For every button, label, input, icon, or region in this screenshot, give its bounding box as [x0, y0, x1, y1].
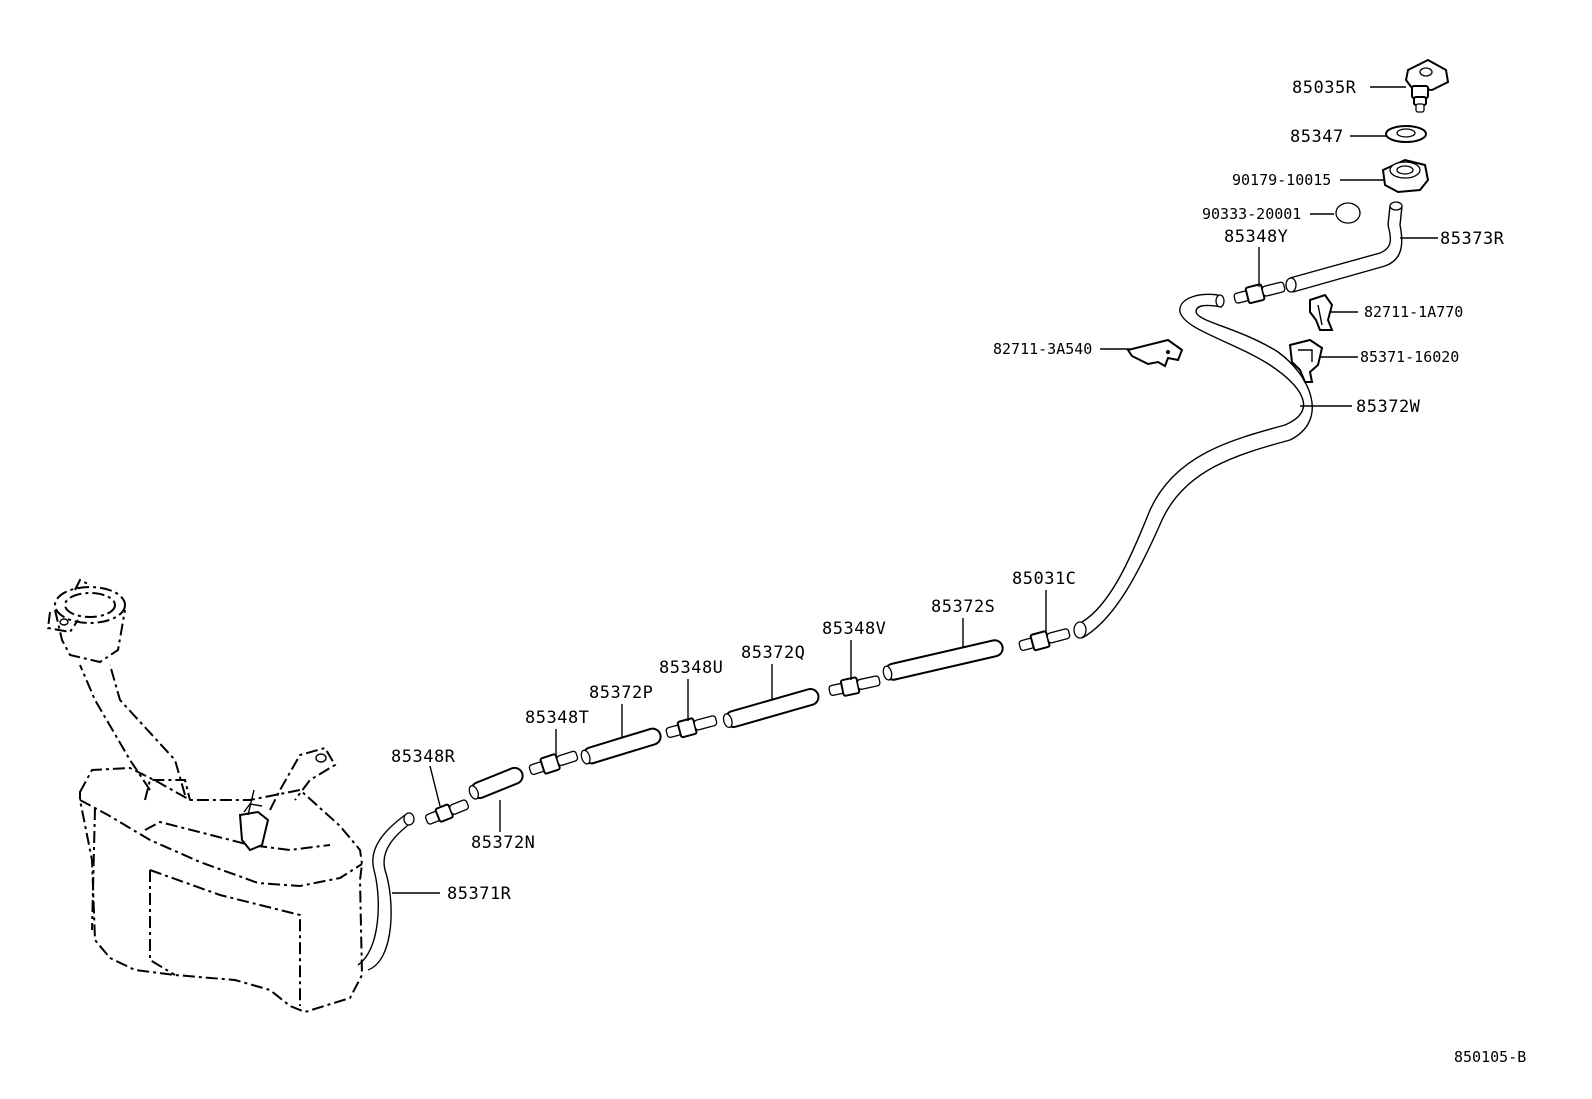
label-85031C: 85031C — [1012, 569, 1076, 589]
label-85348T: 85348T — [525, 708, 589, 728]
label-85371R: 85371R — [447, 884, 512, 904]
label-82711-3A540: 82711-3A540 — [993, 340, 1092, 358]
label-85372S: 85372S — [931, 597, 995, 617]
hose-85372S — [882, 639, 1004, 681]
label-85348Y: 85348Y — [1224, 227, 1288, 247]
label-85372N: 85372N — [471, 833, 535, 853]
hose-85373R — [1285, 201, 1403, 293]
label-90179-10015: 90179-10015 — [1232, 171, 1331, 189]
connector-85348T — [528, 750, 579, 776]
leader-lines — [392, 86, 1438, 894]
label-85035R: 85035R — [1292, 78, 1357, 98]
hose-85372Q — [722, 687, 820, 729]
label-85348V: 85348V — [822, 619, 886, 639]
bracket-82711-3A540 — [1126, 338, 1184, 368]
hose-85372W — [1073, 293, 1313, 639]
nozzle-85035R — [1404, 58, 1450, 113]
packing-85347 — [1385, 125, 1427, 143]
washer-tank — [46, 578, 364, 1014]
connector-85348U — [665, 715, 718, 739]
label-85372Q: 85372Q — [741, 643, 805, 663]
connector-85348Y — [1233, 281, 1286, 304]
connector-85348V — [828, 675, 881, 697]
label-85347: 85347 — [1290, 127, 1344, 147]
label-85371-16020: 85371-16020 — [1360, 348, 1459, 366]
hose-85371R — [357, 812, 415, 971]
connector-85348R — [424, 799, 470, 825]
clamp-85371-16020 — [1288, 338, 1324, 383]
diagram-id: 850105-B — [1454, 1048, 1526, 1066]
hose-85372P — [580, 727, 662, 765]
label-90333-20001: 90333-20001 — [1202, 205, 1301, 223]
nut-90179-10015 — [1381, 158, 1430, 194]
label-85348U: 85348U — [659, 658, 723, 678]
label-82711-1A770: 82711-1A770 — [1364, 303, 1463, 321]
label-85372P: 85372P — [589, 683, 653, 703]
callout-labels: 85035R 85347 90179-10015 90333-20001 853… — [391, 78, 1505, 904]
hose-85372N — [468, 766, 524, 800]
label-85372W: 85372W — [1356, 397, 1421, 417]
washer-90333-20001 — [1335, 202, 1361, 224]
clip-82711-1A770 — [1309, 293, 1334, 331]
label-85373R: 85373R — [1440, 229, 1505, 249]
label-85348R: 85348R — [391, 747, 456, 767]
connector-85031C — [1018, 628, 1071, 652]
